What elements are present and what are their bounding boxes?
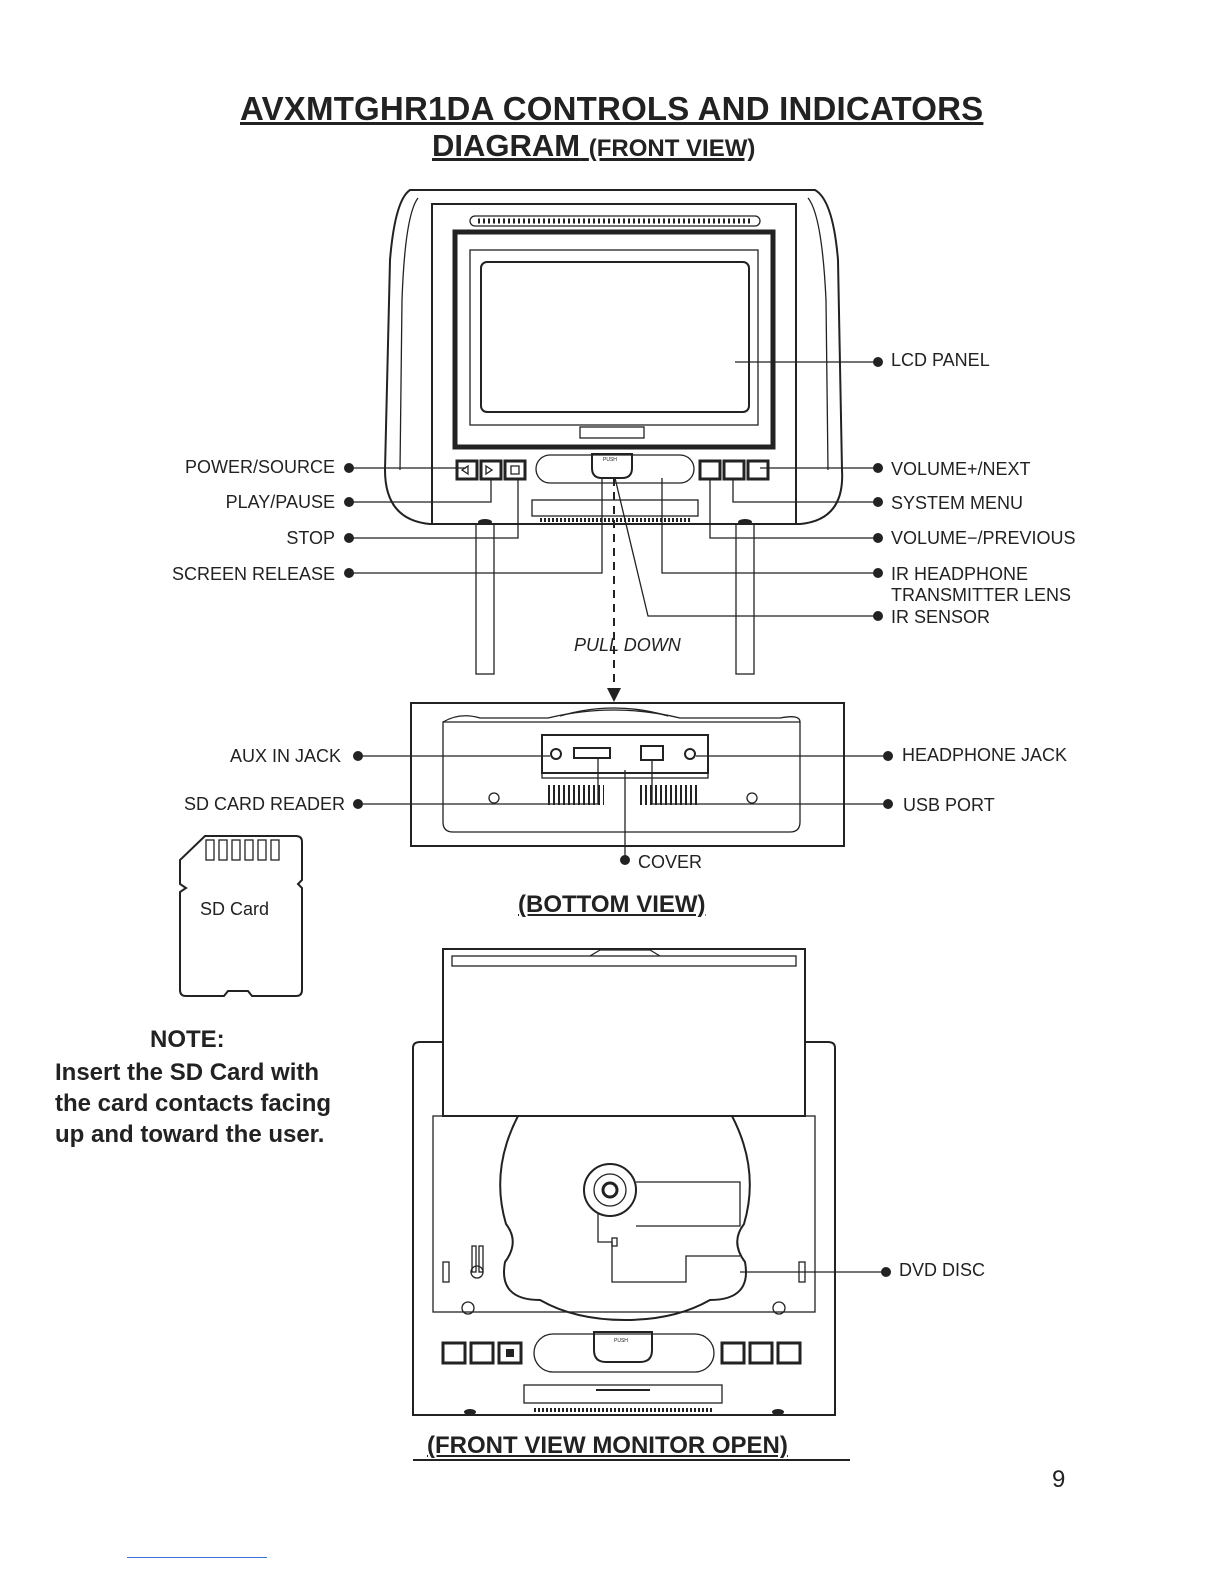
bottom-view-title: (BOTTOM VIEW) bbox=[518, 891, 706, 918]
label-power-source: POWER/SOURCE bbox=[184, 457, 335, 477]
sd-card-illustration bbox=[179, 835, 303, 997]
subtitle-view: (FRONT VIEW) bbox=[588, 135, 756, 162]
label-headphone-jack: HEADPHONE JACK bbox=[902, 745, 1068, 765]
open-push-text: PUSH bbox=[614, 1338, 628, 1344]
label-dvd-disc: DVD DISC bbox=[899, 1260, 986, 1280]
button-play-pause[interactable] bbox=[479, 459, 503, 481]
usb-port[interactable] bbox=[640, 745, 664, 761]
page-subtitle: DIAGRAM (FRONT VIEW) bbox=[432, 128, 755, 164]
note-body: Insert the SD Card with the card contact… bbox=[55, 1057, 395, 1150]
button-volume-previous[interactable] bbox=[746, 459, 770, 481]
label-cover: COVER bbox=[638, 852, 703, 872]
button-system-menu[interactable] bbox=[722, 459, 746, 481]
label-screen-release: SCREEN RELEASE bbox=[171, 564, 335, 584]
footer-rule bbox=[127, 1557, 267, 1558]
label-sd-card-reader: SD CARD READER bbox=[183, 794, 345, 814]
subtitle-main: DIAGRAM bbox=[432, 128, 581, 163]
monitor-open-view-title: (FRONT VIEW MONITOR OPEN) bbox=[427, 1432, 788, 1459]
label-pull-down: PULL DOWN bbox=[574, 635, 681, 655]
note-line: up and toward the user. bbox=[55, 1121, 325, 1148]
open-button-volume-previous[interactable] bbox=[720, 1341, 746, 1365]
monitor-open-view bbox=[412, 948, 891, 1461]
note-line: the card contacts facing bbox=[55, 1090, 332, 1117]
open-button-stop[interactable] bbox=[497, 1341, 523, 1365]
open-button-system-menu[interactable] bbox=[748, 1341, 774, 1365]
label-lcd-panel: LCD PANEL bbox=[891, 350, 990, 370]
button-stop[interactable] bbox=[503, 459, 527, 481]
button-volume-next[interactable] bbox=[698, 459, 722, 481]
open-button-play-pause[interactable] bbox=[469, 1341, 495, 1365]
label-play-pause: PLAY/PAUSE bbox=[225, 492, 335, 512]
label-usb-port: USB PORT bbox=[903, 795, 995, 815]
sd-card-reader-slot[interactable] bbox=[573, 747, 611, 759]
label-ir-headphone: IR HEADPHONE bbox=[891, 564, 1029, 584]
button-screen-release-push[interactable] bbox=[591, 453, 633, 479]
label-volume-next: VOLUME+/NEXT bbox=[891, 459, 1031, 479]
headphone-jack-port[interactable] bbox=[684, 748, 696, 760]
open-button-power-source[interactable] bbox=[441, 1341, 467, 1365]
page-title: AVXMTGHR1DA CONTROLS AND INDICATORS bbox=[240, 90, 984, 127]
label-system-menu: SYSTEM MENU bbox=[891, 493, 1024, 513]
label-stop: STOP bbox=[286, 528, 335, 548]
label-transmitter-lens: TRANSMITTER LENS bbox=[891, 585, 1072, 605]
push-text: PUSH bbox=[603, 457, 617, 463]
page-number: 9 bbox=[1052, 1466, 1066, 1493]
open-button-volume-next[interactable] bbox=[776, 1341, 802, 1365]
button-power-source[interactable] bbox=[455, 459, 479, 481]
note-heading: NOTE: bbox=[150, 1026, 225, 1053]
sd-card-label: SD Card bbox=[200, 899, 270, 919]
label-ir-sensor: IR SENSOR bbox=[891, 607, 991, 627]
bottom-view bbox=[353, 702, 893, 865]
aux-in-jack-port[interactable] bbox=[550, 748, 562, 760]
open-button-push[interactable] bbox=[593, 1331, 653, 1363]
label-aux-in-jack: AUX IN JACK bbox=[229, 746, 341, 766]
front-view-headrest bbox=[383, 189, 844, 675]
label-volume-previous: VOLUME−/PREVIOUS bbox=[891, 528, 1076, 548]
front-view-leaders bbox=[344, 357, 883, 702]
note-line: Insert the SD Card with bbox=[55, 1059, 320, 1086]
